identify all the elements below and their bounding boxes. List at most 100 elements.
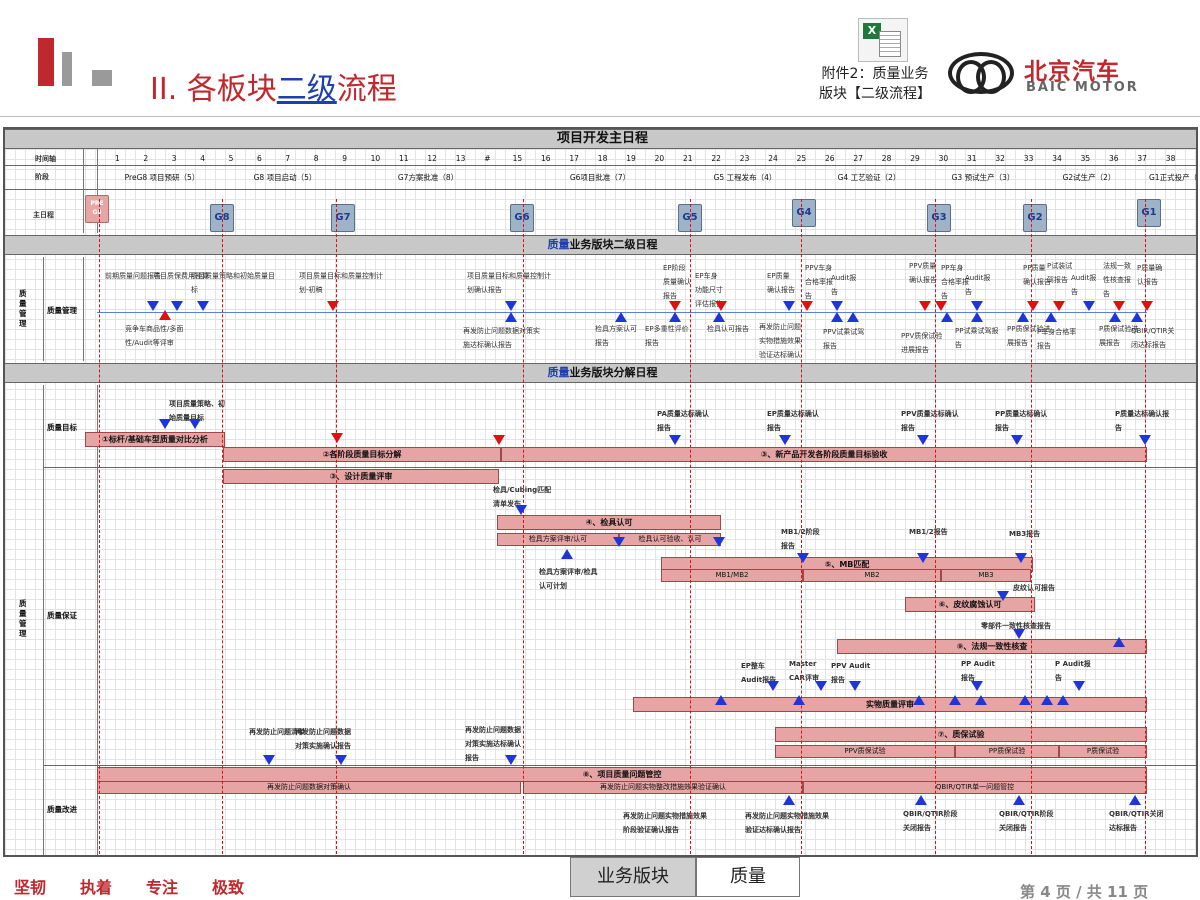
assurance-task-label: 检具方案评审/检具认可计划 — [539, 568, 598, 590]
motto-text: 坚韧 — [14, 878, 47, 897]
logo-bar-gray — [62, 52, 72, 86]
gate-line — [935, 199, 936, 855]
milestone-down-marker — [713, 537, 725, 547]
brand-name-cn: 北京汽车 — [1024, 59, 1120, 85]
top-task-label: P试装试驾报告 — [1047, 262, 1073, 284]
milestone-down-marker — [917, 553, 929, 563]
milestone-up-marker — [1113, 637, 1125, 647]
target-task-label: PPV质量达标确认报告 — [901, 410, 959, 432]
stage-bar: ①标杆/基础车型质量对比分析 — [85, 432, 225, 447]
week-number: 29 — [910, 154, 920, 163]
row-label-phase: 阶段 — [35, 173, 49, 181]
week-number: 22 — [711, 154, 721, 163]
milestone-down-marker — [783, 301, 795, 311]
gate-line — [1031, 199, 1032, 855]
phase-label: G7方案批准（8） — [397, 173, 459, 182]
milestone-down-marker — [919, 301, 931, 311]
title-link[interactable]: 二级 — [276, 72, 337, 107]
improve-task-label: 再发防止问题实物措施效果阶段验证确认报告 — [623, 812, 707, 834]
milestone-up-marker — [713, 312, 725, 322]
phase-label: G5 工程发布（4） — [713, 173, 777, 182]
week-number: 9 — [342, 154, 347, 163]
week-number: 11 — [399, 154, 409, 163]
bottom-task-label: QBIR/QTIR关闭达标报告 — [1131, 327, 1175, 349]
section-quality-mgmt-2: 质量管理 — [19, 599, 27, 638]
logo-square-gray — [92, 70, 112, 86]
week-number: 18 — [597, 154, 608, 163]
page-indicator: 第 4 页 / 共 11 页 — [1020, 883, 1149, 900]
week-number: 19 — [626, 154, 636, 163]
milestone-up-marker — [561, 549, 573, 559]
sub-bar: PPV质保试验 — [775, 745, 955, 758]
milestone-up-marker — [783, 795, 795, 805]
milestone-up-marker — [831, 312, 843, 322]
top-task-label: PP车身合格率报告 — [941, 264, 969, 300]
week-number: 21 — [683, 154, 693, 163]
gate-g2: G2 — [1023, 204, 1047, 232]
footer-tab-label[interactable]: 业务版块 — [570, 857, 696, 897]
milestone-down-marker — [971, 681, 983, 691]
milestone-up-marker — [975, 695, 987, 705]
improve-task-label: QBIR/QTIR阶段关闭报告 — [903, 810, 958, 832]
week-number: 7 — [285, 154, 291, 163]
phase-label: G8 项目启动（5） — [253, 173, 317, 182]
week-number: # — [484, 154, 491, 163]
milestone-down-marker — [971, 301, 983, 311]
assurance-task-label: EP整车Audit报告 — [741, 662, 777, 684]
milestone-up-marker — [847, 312, 859, 322]
stage-bar: ⑥、皮纹腐蚀认可 — [905, 597, 1035, 612]
milestone-up-marker — [1129, 795, 1141, 805]
assurance-task-label: Master CAR评审 — [789, 660, 819, 682]
attachment-label[interactable]: 附件2：质量业务 版块【二级流程】 — [819, 66, 931, 102]
week-number: 12 — [427, 154, 437, 163]
week-number: 3 — [171, 154, 177, 163]
week-number: 2 — [143, 154, 149, 163]
top-task-label: Audit报告 — [1071, 274, 1097, 296]
excel-attachment-icon[interactable]: X — [858, 18, 908, 62]
target-task-label: PP质量达标确认报告 — [995, 410, 1048, 432]
week-number: 30 — [938, 154, 949, 163]
assurance-task-label: PP Audit报告 — [961, 660, 995, 682]
assurance-task-label: 零部件一致性核查报告 — [981, 622, 1051, 630]
improve-task-label: QBIR/QTIR关闭达标报告 — [1109, 810, 1164, 832]
assurance-task-label: 检具/Cubing匹配清单发布 — [493, 486, 552, 508]
improve-task-label: 再发防止问题实物措施效果验证达标确认报告 — [745, 812, 829, 834]
stage-bar: ⑧、项目质量问题管控 — [97, 767, 1147, 782]
milestone-up-marker — [1041, 695, 1053, 705]
sub-bar: P质保试验 — [1059, 745, 1147, 758]
sub-bar: QBIR/QTIR单一问题管控 — [803, 781, 1147, 794]
bottom-task-label: P质保试验进展报告 — [1099, 325, 1139, 347]
assurance-task-label: P Audit报告 — [1055, 660, 1091, 682]
bottom-task-label: PPV试乘试驾报告 — [823, 328, 865, 350]
bottom-task-label: 检具方案认可报告 — [595, 325, 637, 347]
stage-bar: ③、新产品开发各阶段质量目标验收 — [501, 447, 1147, 462]
milestone-down-marker — [505, 755, 517, 765]
milestone-down-marker — [815, 681, 827, 691]
milestone-down-marker — [767, 681, 779, 691]
milestone-down-marker — [189, 419, 201, 429]
assurance-task-label: 再发防止问题数据对策实施确认报告 — [295, 728, 351, 750]
top-task-label: 项目质保费用预算 — [153, 272, 209, 280]
milestone-down-marker — [493, 435, 505, 445]
week-number: 20 — [654, 154, 665, 163]
top-task-label: Audit报告 — [965, 274, 991, 296]
milestone-down-marker — [1053, 301, 1065, 311]
milestone-up-marker — [913, 695, 925, 705]
page-title: II. 各板块二级流程 — [150, 72, 397, 107]
target-task-label: P质量达标确认报告 — [1115, 410, 1170, 432]
milestone-up-marker — [159, 310, 171, 320]
footer-tab-value[interactable]: 质量 — [696, 857, 800, 897]
milestone-down-marker — [669, 435, 681, 445]
milestone-down-marker — [335, 755, 347, 765]
sub-bar: PP质保试验 — [955, 745, 1059, 758]
band-quality-breakdown: 质量业务版块分解日程 — [5, 363, 1196, 383]
section-quality-mgmt-1: 质量管理 — [19, 289, 27, 328]
stage-bar: ④、检具认可 — [497, 515, 721, 530]
milestone-up-marker — [1013, 795, 1025, 805]
header-divider — [0, 116, 1200, 117]
row-quality-target: 质量目标 — [47, 423, 77, 432]
top-task-label: PP质量确认报告 — [1023, 264, 1051, 286]
bottom-task-label: P车身合格率报告 — [1037, 328, 1077, 350]
milestone-down-marker — [1011, 435, 1023, 445]
